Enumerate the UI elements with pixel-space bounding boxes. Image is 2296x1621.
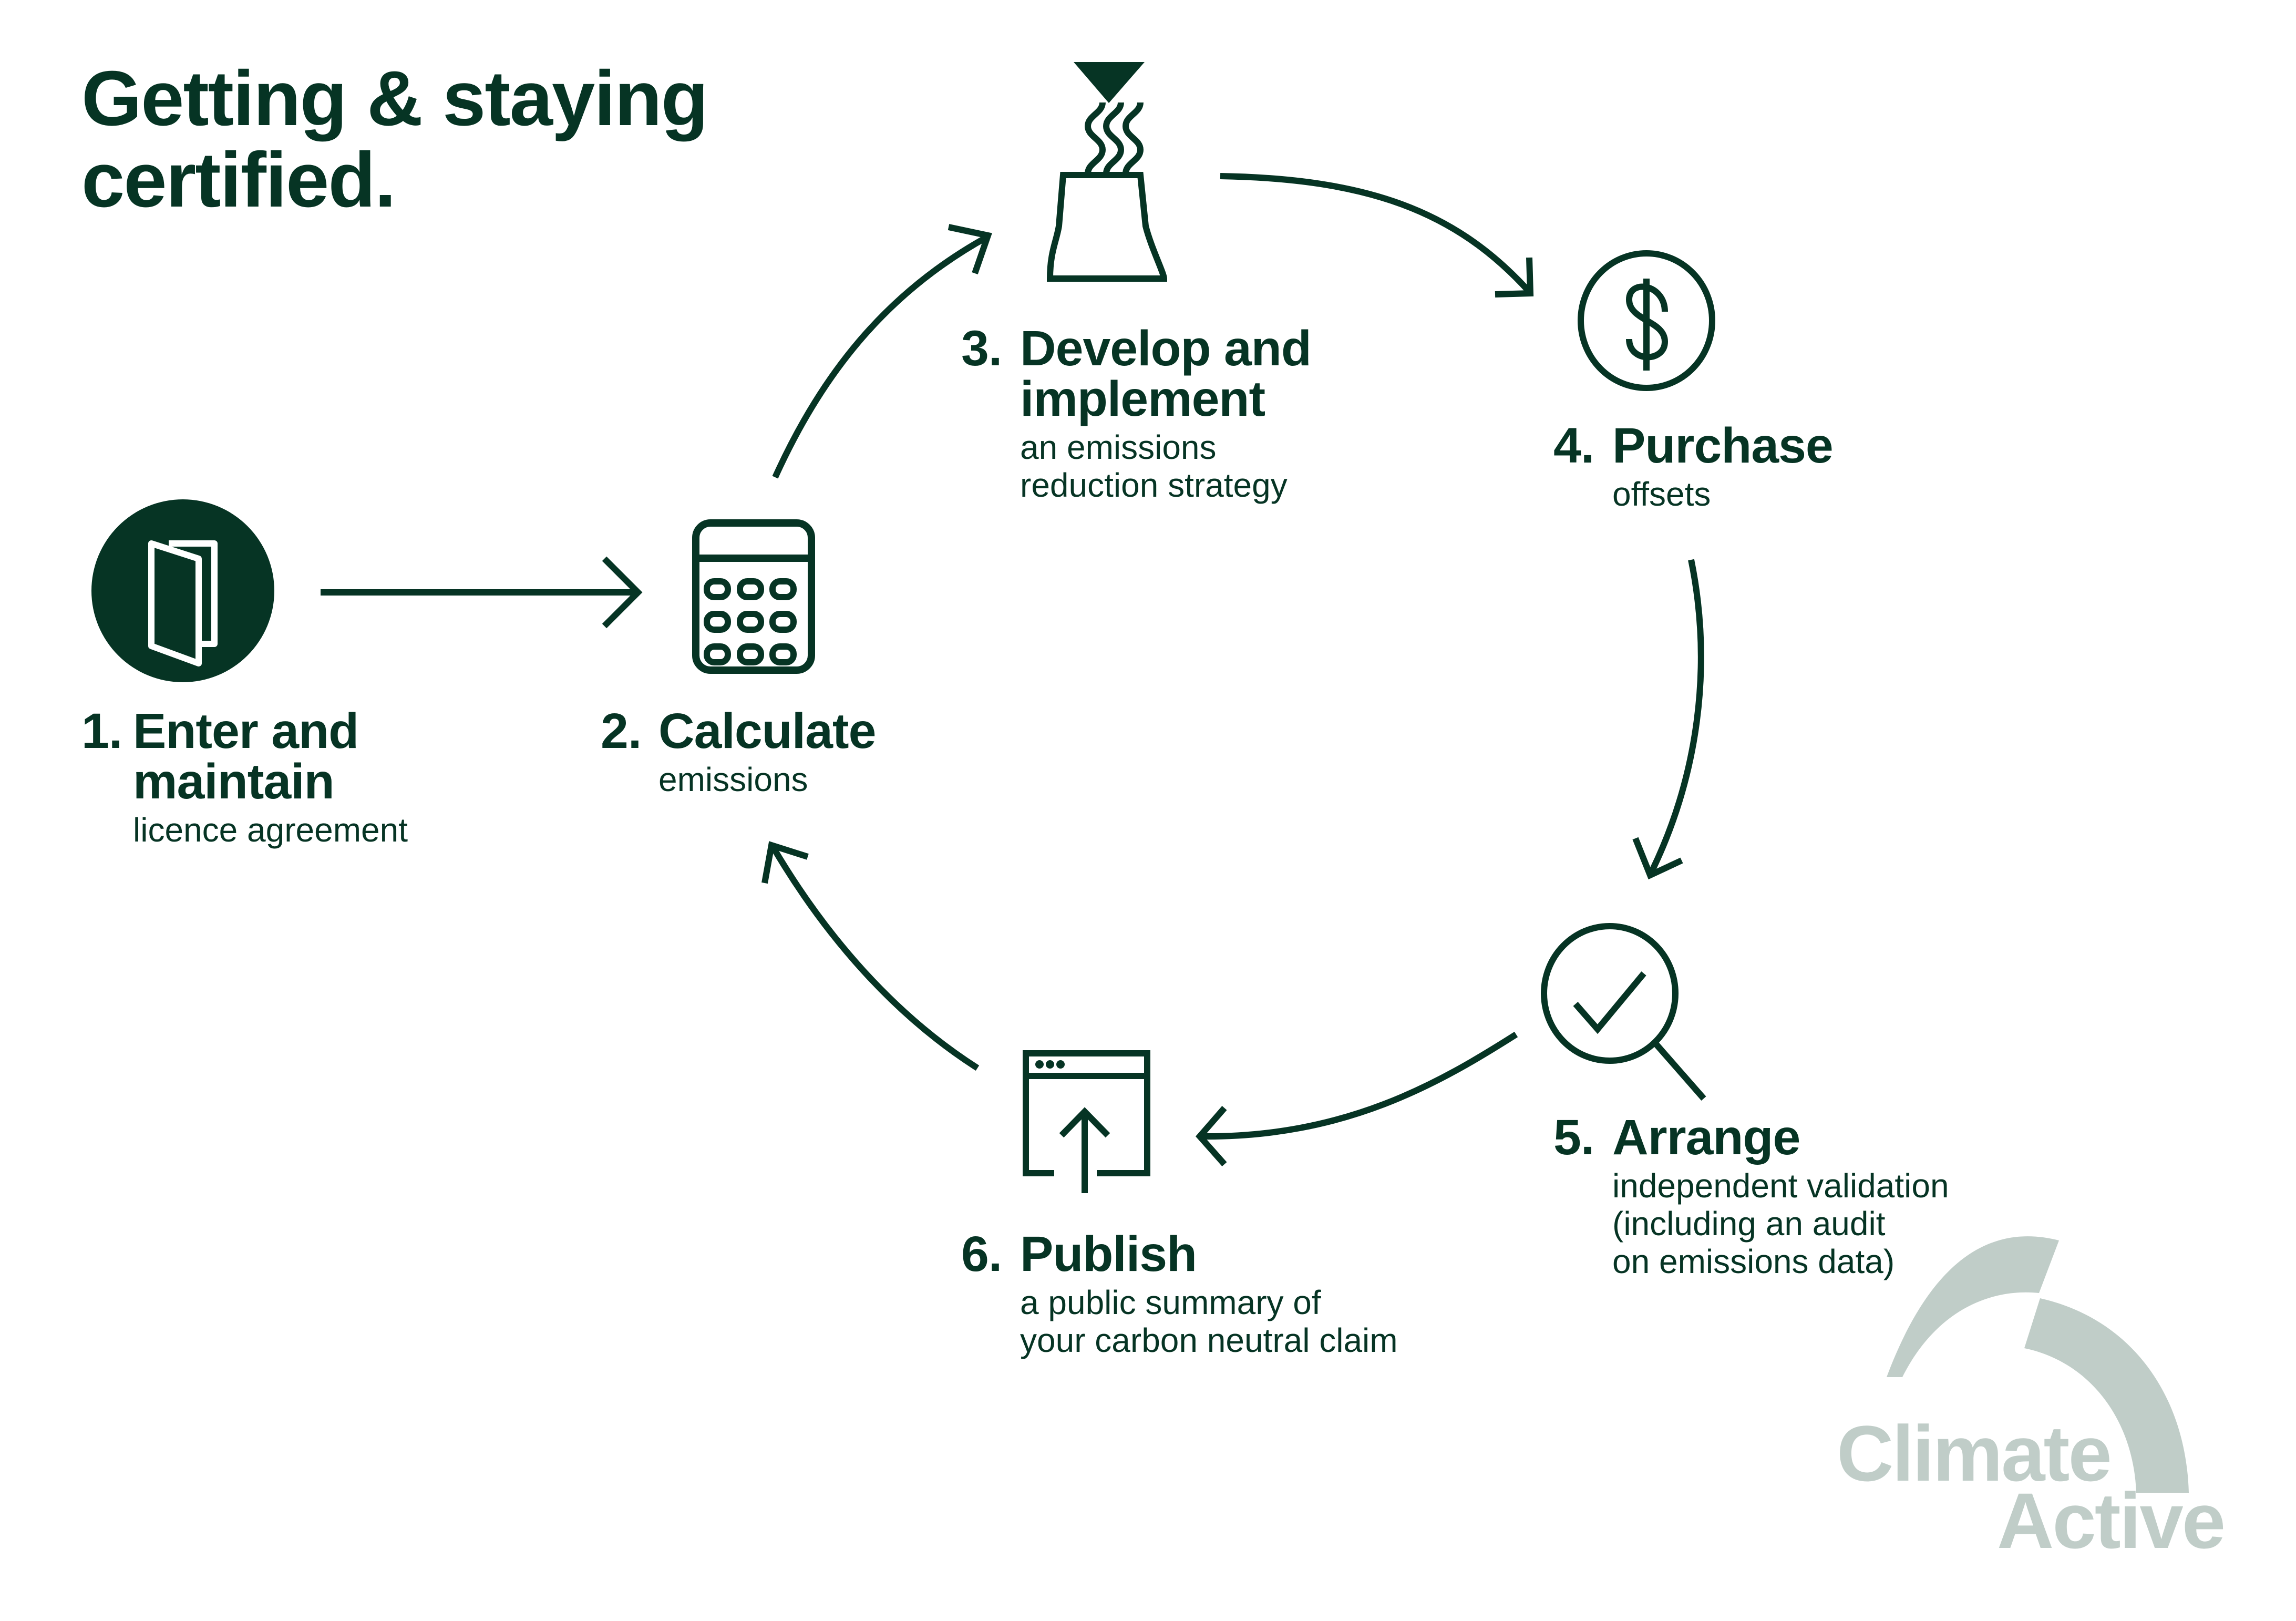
arrow-step2-to-step3 [772, 224, 992, 479]
climate-active-logo-mark [1887, 1236, 2189, 1493]
page-title: Getting & staying certified. [81, 55, 708, 223]
down-triangle-icon [1074, 62, 1145, 103]
step-1: 1.Enter and maintain licence agreement [81, 706, 408, 849]
step-number: 1. [81, 703, 122, 759]
step-6-heading: 6. Publish [961, 1229, 1398, 1279]
step-heading-line1: Purchase [1612, 418, 1834, 474]
arrow-step1-to-step2 [321, 556, 643, 629]
step-4-heading: 4. Purchase [1553, 418, 1834, 474]
step-2-heading: 2. Calculate [601, 706, 876, 756]
step-heading-line1: Calculate [658, 703, 876, 759]
step-5-description-line1: independent validation [1612, 1167, 1949, 1205]
step-3-description-line1: an emissions [1020, 428, 1217, 466]
step-heading-line1: Develop and [1020, 321, 1312, 376]
step-heading-line2: implement [1020, 371, 1265, 427]
step-6-description-line1: a public summary of [1020, 1284, 1321, 1321]
step-5-description-line2: (including an audit [1612, 1205, 1886, 1243]
logo-text-active: Active [1997, 1476, 2226, 1565]
arrow-step3-to-step4 [1220, 173, 1534, 297]
step-3-description-line2: reduction strategy [1020, 466, 1288, 504]
step-3-heading: 3. Develop and implement [961, 321, 1312, 427]
step-heading-line2: maintain [133, 754, 335, 809]
folded-document-icon [91, 499, 274, 682]
step-6: 6. Publish a public summary of your carbo… [961, 1229, 1398, 1359]
step-number: 2. [601, 703, 642, 759]
factory-reduction-icon [1046, 62, 1168, 282]
step-number: 4. [1553, 418, 1594, 474]
step-2: 2. Calculate emissions [601, 706, 876, 798]
step-1-description: licence agreement [133, 811, 408, 849]
step-number: 5. [1553, 1110, 1594, 1165]
browser-upload-icon [1023, 1050, 1150, 1193]
step-number: 6. [961, 1226, 1002, 1282]
magnifier-check-icon [1541, 923, 1706, 1101]
connector-arrows [321, 173, 1704, 1166]
step-4-description: offsets [1612, 475, 1711, 513]
page-title-line2: certified. [81, 137, 396, 223]
step-number: 3. [961, 321, 1002, 376]
step-heading-line1: Arrange [1612, 1110, 1800, 1165]
step-3: 3. Develop and implement an emissions red… [961, 321, 1312, 504]
step-1-heading: 1.Enter and maintain [81, 706, 408, 807]
arrow-step6-to-step2 [761, 841, 980, 1071]
step-heading-line1: Enter and [133, 703, 359, 759]
arrow-step4-to-step5 [1632, 559, 1704, 880]
step-4: 4. Purchase offsets [1553, 418, 1834, 513]
step-5-heading: 5. Arrange [1553, 1112, 1949, 1163]
dollar-coin-icon [1578, 250, 1715, 391]
step-5: 5. Arrange independent validation (includ… [1553, 1112, 1949, 1280]
step-5-description-line3: on emissions data) [1612, 1243, 1895, 1280]
step-heading-line1: Publish [1020, 1226, 1197, 1282]
arrow-step5-to-step6 [1196, 1031, 1518, 1166]
calculator-icon [692, 519, 815, 674]
logo-text-climate: Climate [1837, 1409, 2112, 1497]
step-2-description: emissions [658, 761, 808, 798]
page-title-line1: Getting & staying [81, 55, 708, 142]
step-6-description-line2: your carbon neutral claim [1020, 1321, 1398, 1359]
